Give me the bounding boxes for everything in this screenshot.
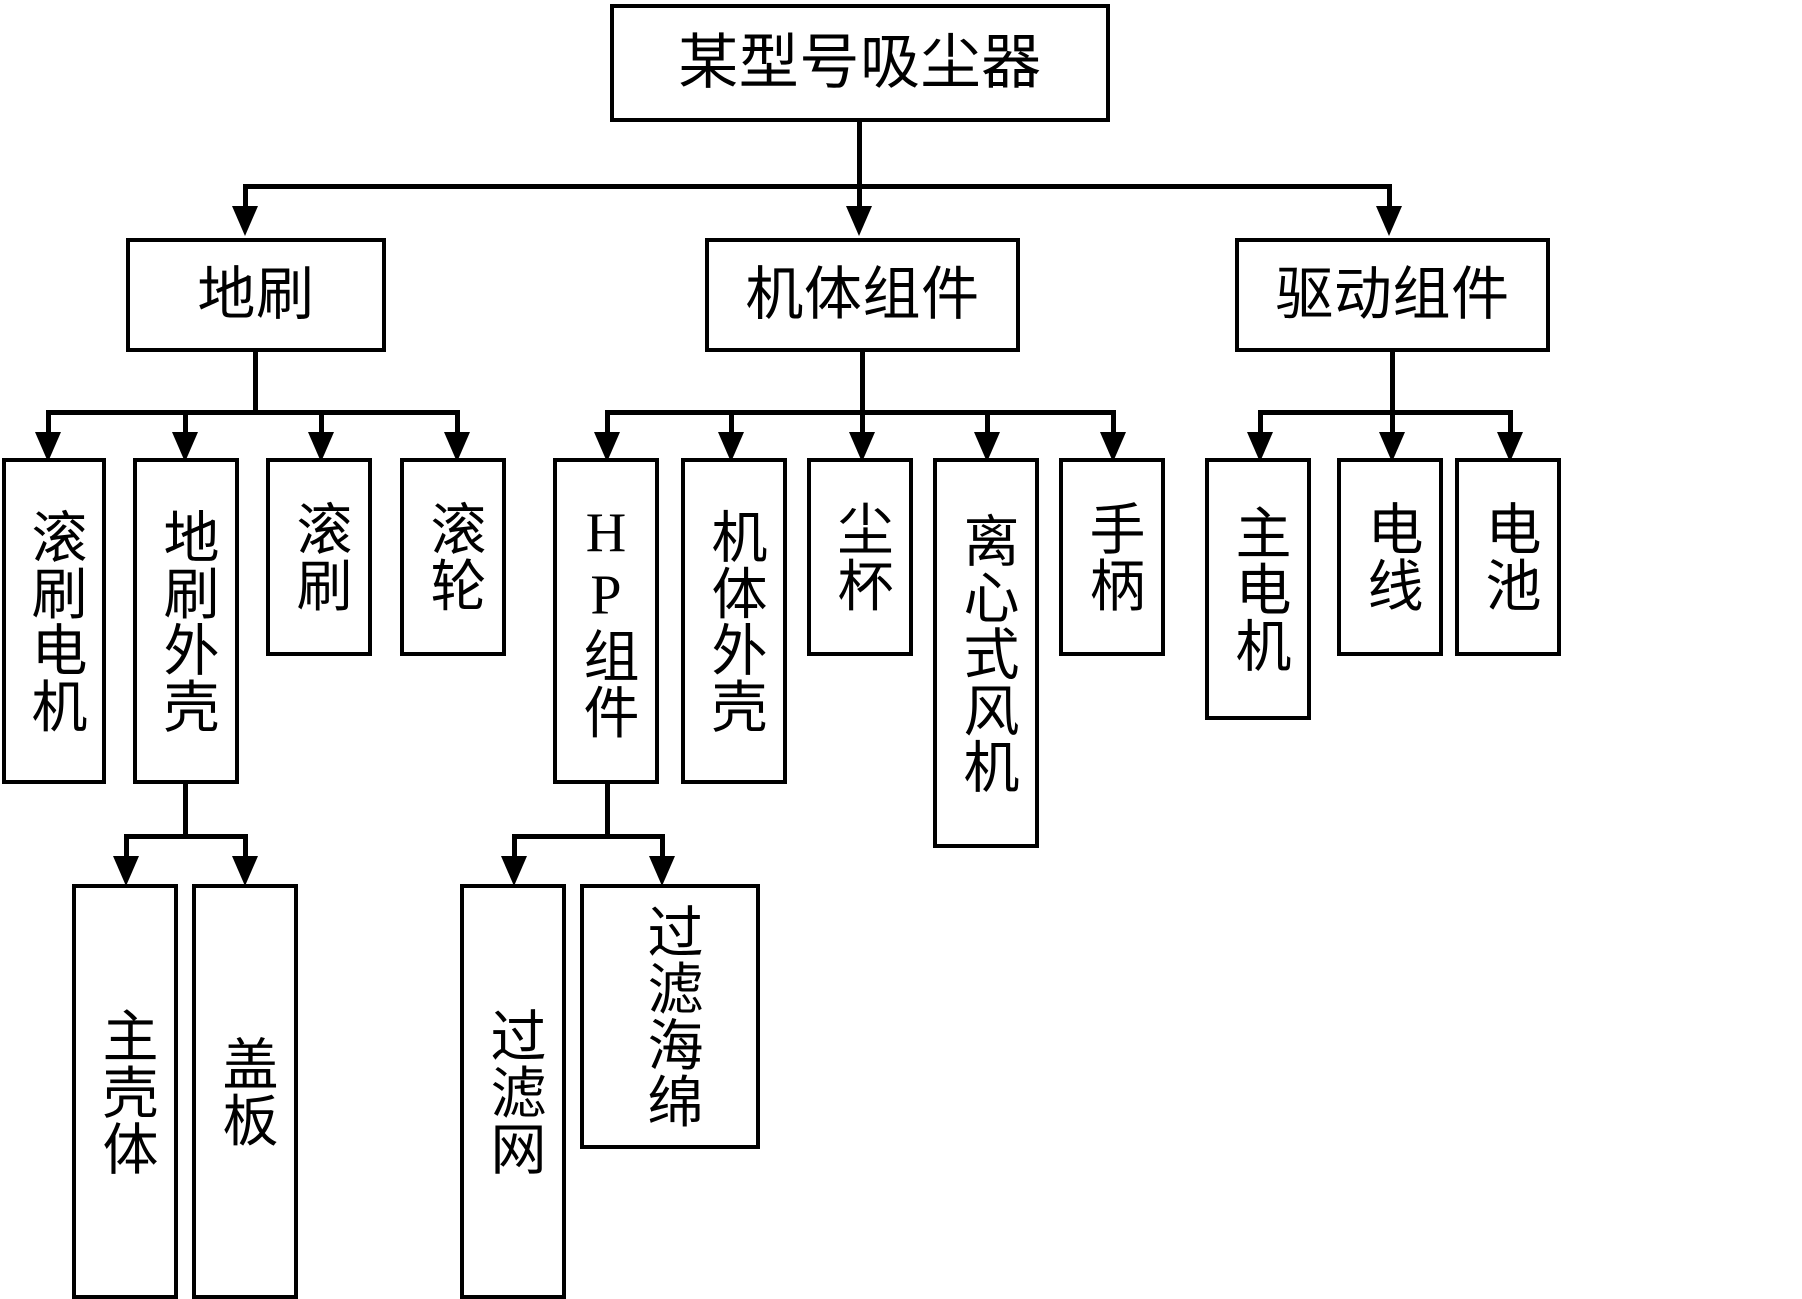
connector-drop-guoluhaimian [660,834,665,862]
node-roller-brush[interactable]: 滚刷 [266,458,372,656]
arrowhead-fengji [974,432,1000,462]
connector-stem-dishua [253,352,258,410]
arrowhead-zhukeit [113,856,139,886]
arrowhead-qudong [1376,206,1402,236]
node-body-shell[interactable]: 机体外壳 [681,458,787,784]
connector-drop-dianchi [1508,410,1513,438]
connector-drop-dishuawaike [183,410,188,438]
arrowhead-guoluhaimian [649,856,675,886]
node-body-assembly[interactable]: 机体组件 [705,238,1020,352]
connector-drop-gaiban [243,834,248,862]
node-label: 过滤网 [482,1006,544,1177]
arrowhead-hpzujian [594,432,620,462]
node-label: 地刷外壳 [155,507,217,735]
connector-stem-qudong [1390,352,1395,410]
arrowhead-dianchi [1497,432,1523,462]
node-label: HP组件 [575,501,637,741]
arrowhead-zhudianji [1247,432,1273,462]
node-label: 滚刷 [288,500,350,614]
node-hp-assembly[interactable]: HP组件 [553,458,659,784]
node-main-motor[interactable]: 主电机 [1205,458,1311,720]
arrowhead-gaiban [232,856,258,886]
arrowhead-chenbei [849,432,875,462]
node-handle[interactable]: 手柄 [1059,458,1165,656]
node-label: 过滤海绵 [639,903,701,1130]
connector-root-stem [857,122,862,184]
connector-drop-fengji [985,410,990,438]
node-label: 机体组件 [745,261,980,327]
node-drive-assembly[interactable]: 驱动组件 [1235,238,1550,352]
node-label: 主壳体 [94,1006,156,1177]
arrowhead-jitiwaike [718,432,744,462]
connector-drop-gunshuadianji [46,410,51,438]
connector-stem-jiti [860,352,865,410]
connector-drop-jitiwaike [729,410,734,438]
node-label: 驱动组件 [1275,261,1510,327]
arrowhead-shoubing [1100,432,1126,462]
node-label: 滚轮 [422,500,484,614]
node-power-cord[interactable]: 电线 [1337,458,1443,656]
arrowhead-dishuawaike [172,432,198,462]
node-dust-cup[interactable]: 尘杯 [807,458,913,656]
node-label: 某型号吸尘器 [678,29,1042,96]
node-label: 主电机 [1227,504,1289,674]
arrowhead-dishua [232,206,258,236]
arrowhead-gunshuadianji [35,432,61,462]
connector-bus-dishua [46,410,460,415]
node-filter-sponge[interactable]: 过滤海绵 [580,884,760,1149]
connector-drop-gunshua [319,410,324,438]
connector-drop-zhudianji [1258,410,1263,438]
connector-drop-qudong [1387,184,1392,212]
connector-drop-dishua [243,184,248,212]
arrowhead-gunshua [308,432,334,462]
connector-bus-hpzujian [512,834,664,839]
node-filter-mesh[interactable]: 过滤网 [460,884,566,1299]
arrowhead-dianxian [1379,432,1405,462]
connector-root-bus [243,184,1392,189]
connector-drop-jiti [857,184,862,212]
arrowhead-jiti [846,206,872,236]
connector-drop-gunlun [455,410,460,438]
node-centrifugal-fan[interactable]: 离心式风机 [933,458,1039,848]
node-label: 机体外壳 [703,507,765,735]
connector-stem-hpzujian [605,784,610,834]
node-cover-plate[interactable]: 盖板 [192,884,298,1299]
connector-bus-qudong [1258,410,1511,415]
connector-drop-dianxian [1390,410,1395,438]
node-label: 尘杯 [829,500,891,614]
connector-drop-guoluwang [512,834,517,862]
node-brush-roller-motor[interactable]: 滚刷电机 [2,458,106,784]
node-root[interactable]: 某型号吸尘器 [610,4,1110,122]
node-label: 电池 [1477,500,1539,614]
connector-bus-dishuawaike [124,834,248,839]
node-battery[interactable]: 电池 [1455,458,1561,656]
connector-drop-zhukeit [124,834,129,862]
node-label: 盖板 [214,1034,276,1149]
node-label: 手柄 [1081,500,1143,614]
node-floor-brush-shell[interactable]: 地刷外壳 [133,458,239,784]
node-label: 地刷 [197,261,315,327]
connector-drop-hpzujian [605,410,610,438]
node-label: 滚刷电机 [23,507,85,735]
connector-stem-dishuawaike [183,784,188,834]
arrowhead-guoluwang [501,856,527,886]
node-roller-wheel[interactable]: 滚轮 [400,458,506,656]
connector-drop-shoubing [1111,410,1116,438]
node-label: 电线 [1359,500,1421,614]
node-floor-brush[interactable]: 地刷 [126,238,386,352]
node-main-housing[interactable]: 主壳体 [72,884,178,1299]
arrowhead-gunlun [444,432,470,462]
connector-drop-chenbei [860,410,865,438]
node-label: 离心式风机 [955,511,1017,795]
